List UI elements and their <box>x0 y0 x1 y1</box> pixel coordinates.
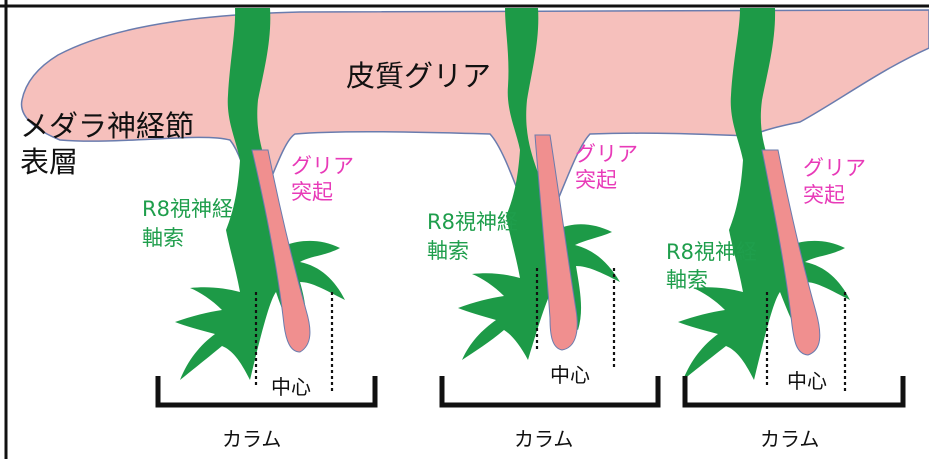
glia-process-2 <box>534 134 578 351</box>
glia-process-label-3-line1: グリア <box>803 156 866 180</box>
axon-label-2-line2: 軸索 <box>427 239 469 263</box>
axon-label-1-line1: R8視神経 <box>142 197 233 221</box>
medulla-surface-label-line2: 表層 <box>20 145 79 179</box>
axon-1 <box>175 8 345 380</box>
column-bracket-3 <box>682 376 906 408</box>
center-label-1: 中心 <box>271 375 311 399</box>
column-bracket-1 <box>155 376 378 408</box>
axon-label-3-line2: 軸索 <box>666 268 708 292</box>
axon-label-1-line2: 軸索 <box>142 226 184 250</box>
glia-process-label-2-line2: 突起 <box>575 168 617 192</box>
medulla-surface-label-line1: メダラ神経節 <box>20 109 195 143</box>
column-label-1: カラム <box>222 427 282 451</box>
column-bracket-2 <box>439 376 661 408</box>
glia-process-3 <box>761 149 821 356</box>
glia-process-1 <box>251 149 311 353</box>
column-label-2: カラム <box>514 427 574 451</box>
center-label-2: 中心 <box>550 363 590 387</box>
axon-label-2-line1: R8視神経 <box>427 210 518 234</box>
column-guide-lines <box>254 268 847 392</box>
glia-process-label-1-line2: 突起 <box>291 180 333 204</box>
glia-process-label-2-line1: グリア <box>575 142 638 166</box>
column-label-3: カラム <box>760 427 820 451</box>
cortex-glia-label: 皮質グリア <box>346 59 492 93</box>
center-label-3: 中心 <box>787 369 827 393</box>
column-brackets <box>155 376 906 408</box>
glia-process-label-3-line2: 突起 <box>803 183 845 207</box>
glia-process-label-1-line1: グリア <box>291 154 354 178</box>
axon-label-3-line1: R8視神経 <box>666 240 757 264</box>
axon-3 <box>678 8 850 380</box>
